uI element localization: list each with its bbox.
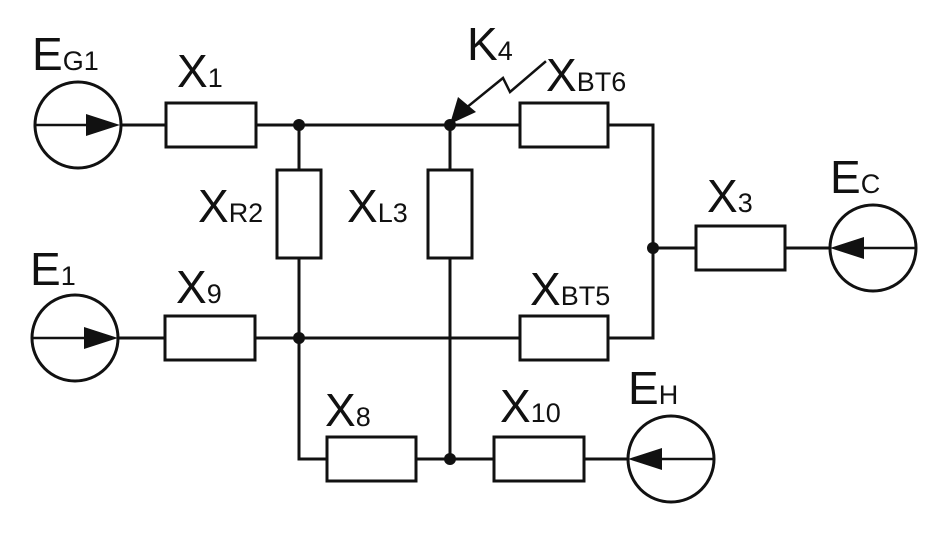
junction-dot [293, 119, 305, 131]
resistor-x10 [492, 435, 586, 483]
resistor-x3 [694, 224, 787, 272]
source-ec [828, 203, 918, 293]
lightning-fault-icon [464, 60, 547, 110]
junction-dot [647, 242, 659, 254]
label-x8: X8 [325, 384, 371, 436]
resistor-xbt6 [518, 101, 610, 149]
label-x9: X9 [176, 261, 222, 313]
label-k4: K4 [467, 18, 513, 70]
label-xl3: XL3 [347, 180, 408, 232]
arrow-right-icon [84, 327, 118, 349]
label-eg1: EG1 [32, 28, 99, 80]
arrow-left-icon [830, 237, 864, 259]
wire-xbt6-right [606, 123, 655, 340]
label-xr2: XR2 [198, 180, 263, 232]
arrow-right-icon [86, 114, 120, 136]
label-xbt5: XBT5 [530, 263, 610, 315]
resistor-xl3 [426, 168, 474, 260]
label-ec: EC [830, 151, 880, 203]
source-eh [626, 414, 716, 504]
resistor-xr2 [275, 168, 323, 260]
label-x3: X3 [707, 170, 753, 222]
junction-dot [444, 453, 456, 465]
label-x1: X1 [177, 45, 223, 97]
label-x10: X10 [500, 380, 561, 432]
label-xbt6: XBT6 [546, 49, 626, 101]
resistor-x9 [163, 314, 257, 362]
resistor-x8 [325, 435, 418, 483]
source-eg1 [33, 80, 123, 170]
junction-dot [293, 332, 305, 344]
resistor-x1 [164, 101, 258, 149]
fault-arrow-icon [450, 97, 476, 124]
source-e1 [30, 293, 120, 383]
label-eh: EH [628, 362, 678, 414]
resistor-xbt5 [518, 314, 610, 362]
fault-k4 [450, 60, 547, 124]
label-e1: E1 [30, 243, 76, 295]
wire-xr2-bottom-x8 [297, 256, 329, 461]
arrow-left-icon [628, 448, 662, 470]
